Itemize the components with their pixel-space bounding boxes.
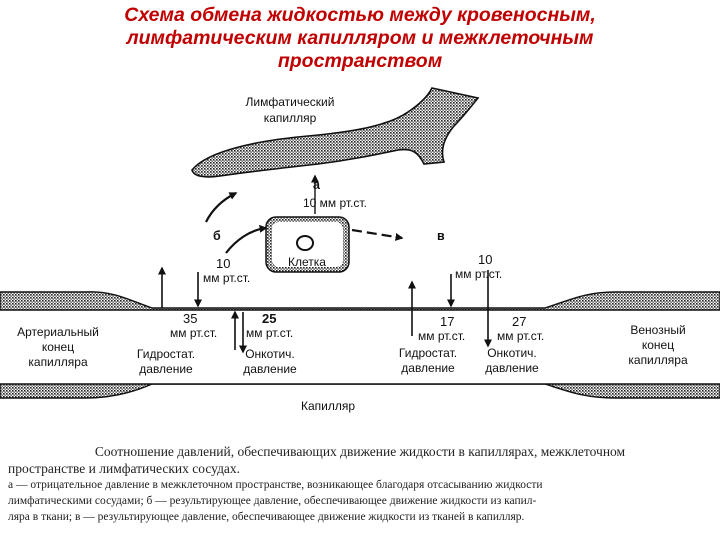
arterial-hydrostatic-label-1: Гидростат.: [137, 347, 195, 361]
caption-line-3: а — отрицательное давление в межклеточно…: [8, 479, 543, 491]
left-interstitial-unit: мм рт.ст.: [203, 271, 250, 285]
venous-hydrostatic-value: 17: [440, 314, 454, 329]
venous-hydrostatic-label-1: Гидростат.: [399, 346, 457, 360]
venous-oncotic-unit: мм рт.ст.: [497, 329, 544, 343]
caption-line-4: лимфатическими сосудами; б — результирую…: [8, 495, 537, 507]
venous-hydrostatic-label-2: давление: [401, 361, 455, 375]
arterial-hydrostatic-label-2: давление: [139, 362, 193, 376]
page-title: Схема обмена жидкостью между кровеносным…: [0, 4, 720, 73]
caption-line-5: ляра в ткани; в — результирующее давлени…: [8, 511, 525, 523]
caption-line-1: Соотношение давлений, обеспечивающих дви…: [94, 444, 626, 459]
arterial-hydrostatic-value: 35: [183, 311, 197, 326]
arterial-oncotic-unit: мм рт.ст.: [246, 326, 293, 340]
title-line-1: Схема обмена жидкостью между кровеносным…: [124, 4, 596, 26]
caption-line-2: пространстве и лимфатических сосудах.: [8, 461, 241, 476]
letter-a: а: [313, 178, 321, 192]
arrow-b: [225, 224, 268, 254]
arterial-end-label-2: конец: [42, 340, 74, 354]
cell-nucleus: [296, 235, 314, 251]
venous-oncotic-value: 27: [512, 314, 526, 329]
arterial-end-label-3: капилляра: [28, 355, 88, 369]
arrow-v: [351, 228, 404, 241]
venous-oncotic-label-1: Онкотич.: [487, 346, 537, 360]
arterial-oncotic-value: 25: [262, 311, 276, 326]
figure-caption: Соотношение давлений, обеспечивающих дви…: [8, 443, 712, 525]
arterial-oncotic-label-2: давление: [243, 362, 297, 376]
arrow-a: [205, 192, 238, 223]
arterial-oncotic-label-1: Онкотич.: [245, 347, 295, 361]
right-interstitial-value: 10: [478, 252, 492, 267]
capillary-label: Капилляр: [301, 399, 355, 413]
arterial-hydrostatic-unit: мм рт.ст.: [170, 326, 217, 340]
venous-oncotic-label-2: давление: [485, 361, 539, 375]
right-interstitial-unit: мм рт.ст.: [455, 267, 502, 281]
lymph-capillary-label-1: Лимфатический: [246, 95, 335, 109]
letter-v: в: [437, 229, 445, 243]
title-line-3: пространством: [277, 50, 443, 72]
arterial-end-label-1: Артериальный: [17, 325, 99, 339]
venous-end-label-3: капилляра: [628, 353, 688, 367]
lymph-capillary-label-2: капилляр: [264, 111, 317, 125]
fluid-exchange-diagram: Лимфатический капилляр а 10 мм рт.ст. б …: [0, 87, 720, 413]
venous-end-label-1: Венозный: [630, 323, 685, 337]
cell-label: Клетка: [288, 255, 326, 269]
venous-hydrostatic-unit: мм рт.ст.: [418, 329, 465, 343]
venous-end-label-2: конец: [642, 338, 674, 352]
lymphatic-capillary: [191, 87, 480, 178]
title-line-2: лимфатическим капилляром и межклеточным: [126, 27, 594, 49]
letter-b: б: [213, 229, 221, 243]
a-pressure-label: 10 мм рт.ст.: [303, 196, 367, 210]
left-interstitial-value: 10: [216, 256, 230, 271]
